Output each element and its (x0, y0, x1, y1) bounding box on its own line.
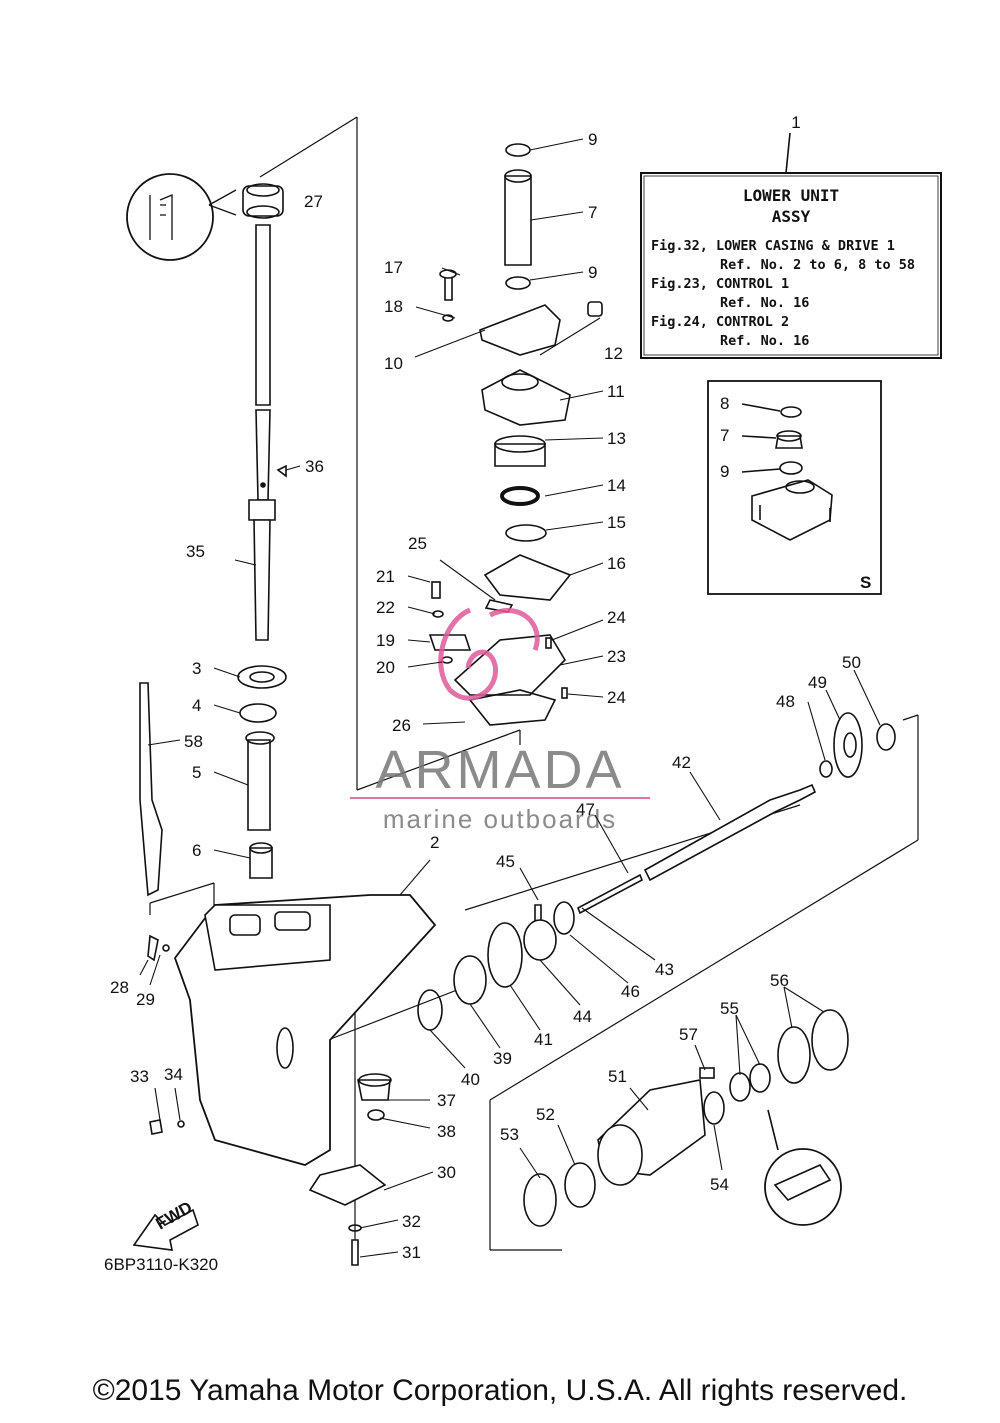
info-box-title: LOWER UNIT (743, 186, 839, 205)
callout-30: 30 (437, 1163, 456, 1182)
callout-21: 21 (376, 567, 395, 586)
callout-45: 45 (496, 852, 515, 871)
callout-46: 46 (621, 982, 640, 1001)
callout-26: 26 (392, 716, 411, 735)
callout-2: 2 (430, 833, 439, 852)
callout-38: 38 (437, 1122, 456, 1141)
callout-10: 10 (384, 354, 403, 373)
inset-label-7: 7 (720, 426, 729, 445)
callout-52: 52 (536, 1105, 555, 1124)
callout-13: 13 (607, 429, 626, 448)
callout-55: 55 (720, 999, 739, 1018)
callout-49: 49 (808, 673, 827, 692)
callout-31: 31 (402, 1243, 421, 1262)
callout-56: 56 (770, 971, 789, 990)
inset-label-8: 8 (720, 394, 729, 413)
callout-28: 28 (110, 978, 129, 997)
callout-22: 22 (376, 598, 395, 617)
callout-42: 42 (672, 753, 691, 772)
info-box-text: 1 LOWER UNIT ASSY Fig.32, LOWER CASING &… (651, 113, 915, 349)
callout-15: 15 (607, 513, 626, 532)
watermark-tagline: marine outboards (383, 804, 617, 834)
watermark-brand: ARMADA (375, 740, 624, 800)
inset-labels: 8 7 9 S (720, 394, 871, 592)
callout-labels: 9 7 9 17 18 10 12 11 13 14 15 16 25 21 2… (110, 130, 861, 1262)
info-box-subtitle: ASSY (772, 207, 811, 226)
callout-53: 53 (500, 1125, 519, 1144)
callout-47: 47 (576, 800, 595, 819)
callout-23: 23 (607, 647, 626, 666)
lower-casing (132, 894, 437, 1266)
callout-16: 16 (607, 554, 626, 573)
callout-41: 41 (534, 1030, 553, 1049)
callout-5: 5 (192, 763, 201, 782)
callout-36: 36 (305, 457, 324, 476)
callout-34: 34 (164, 1065, 183, 1084)
callout-18: 18 (384, 297, 403, 316)
info-box-line: Fig.23, CONTROL 1 (651, 276, 789, 292)
callout-9: 9 (588, 130, 597, 149)
callout-32: 32 (402, 1212, 421, 1231)
callout-29: 29 (136, 990, 155, 1009)
callout-9: 9 (588, 263, 597, 282)
callout-54: 54 (710, 1175, 729, 1194)
callout-35: 35 (186, 542, 205, 561)
callout-50: 50 (842, 653, 861, 672)
callout-33: 33 (130, 1067, 149, 1086)
callout-24: 24 (607, 688, 626, 707)
callout-57: 57 (679, 1025, 698, 1044)
callout-3: 3 (192, 659, 201, 678)
callout-6: 6 (192, 841, 201, 860)
copyright-notice: ©2015 Yamaha Motor Corporation, U.S.A. A… (92, 1374, 908, 1407)
callout-44: 44 (573, 1007, 592, 1026)
inset-label-9: 9 (720, 462, 729, 481)
callout-43: 43 (655, 960, 674, 979)
callout-14: 14 (607, 476, 626, 495)
info-box-line: Ref. No. 2 to 6, 8 to 58 (720, 257, 915, 273)
callout-4: 4 (192, 696, 201, 715)
callout-27: 27 (304, 192, 323, 211)
callout-25: 25 (408, 534, 427, 553)
callout-51: 51 (608, 1067, 627, 1086)
callout-12: 12 (604, 344, 623, 363)
water-pump-assembly (428, 143, 603, 726)
inset-box (707, 380, 882, 595)
callout-39: 39 (493, 1049, 512, 1068)
info-box-line: Fig.24, CONTROL 2 (651, 314, 789, 330)
watermark: ARMADA marine outboards (350, 607, 650, 834)
callout-40: 40 (461, 1070, 480, 1089)
callout-37: 37 (437, 1091, 456, 1110)
callout-17: 17 (384, 258, 403, 277)
callout-58: 58 (184, 732, 203, 751)
info-box-line: Ref. No. 16 (720, 333, 809, 349)
callout-48: 48 (776, 692, 795, 711)
callout-leaders (139, 138, 881, 1258)
watermark-logo-mark (438, 607, 540, 701)
callout-20: 20 (376, 658, 395, 677)
part-code: 6BP3110-K320 (104, 1255, 218, 1274)
info-box-line: Fig.32, LOWER CASING & DRIVE 1 (651, 238, 895, 254)
callout-7: 7 (588, 203, 597, 222)
info-box-line: Ref. No. 16 (720, 295, 809, 311)
info-box (640, 132, 942, 359)
ref-1-label: 1 (791, 113, 800, 132)
callout-19: 19 (376, 631, 395, 650)
callout-11: 11 (607, 382, 625, 401)
prop-shaft-assembly (417, 712, 896, 1227)
callout-24: 24 (607, 608, 626, 627)
inset-marker-s: S (860, 573, 871, 592)
driveshaft-assembly (126, 173, 287, 962)
